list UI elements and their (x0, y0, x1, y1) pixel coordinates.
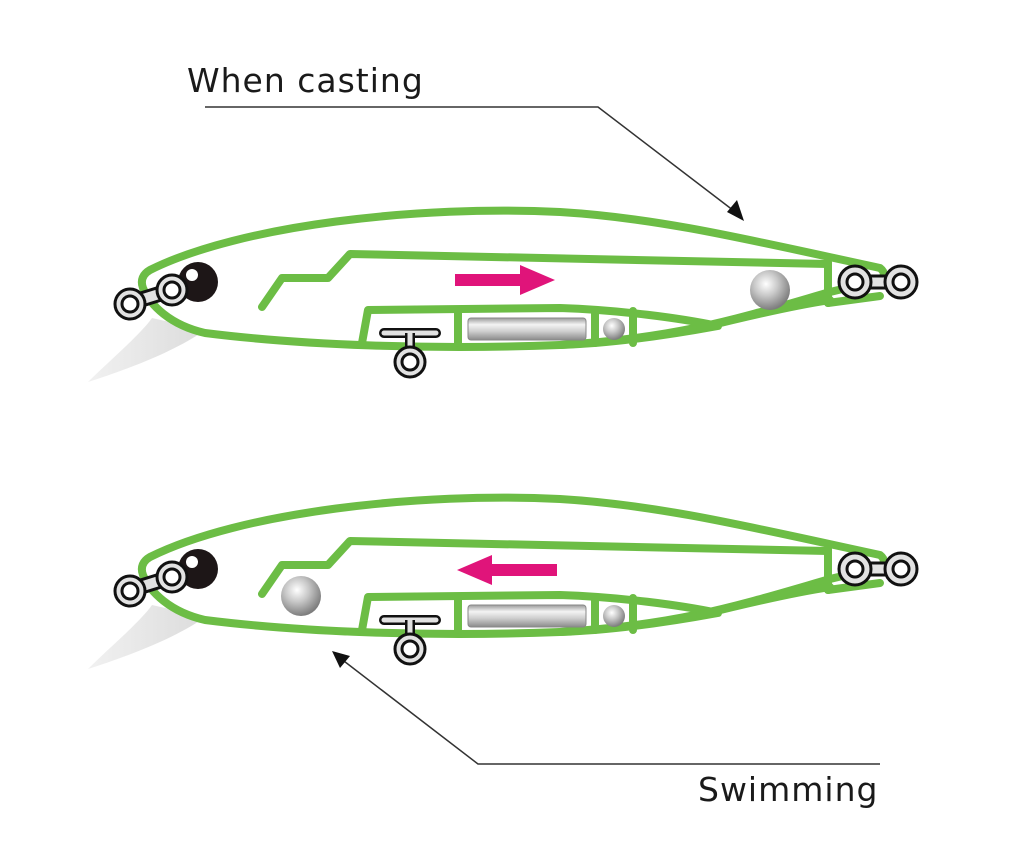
casting-arrowhead-icon (727, 200, 744, 221)
casting-label: When casting (187, 61, 424, 100)
arrow-right-icon (455, 265, 555, 295)
swimming-leader-line (339, 657, 880, 765)
arrow-left-icon (457, 555, 557, 585)
lure-body-swimming (88, 498, 917, 669)
state-swimming: Swimming (88, 498, 917, 809)
swimming-label: Swimming (698, 770, 878, 809)
casting-leader-line (205, 106, 739, 215)
swimming-arrowhead-icon (332, 651, 350, 668)
state-casting: When casting (88, 61, 917, 382)
moving-ball-tail (750, 270, 790, 310)
moving-ball-head (281, 576, 321, 616)
lure-body-casting (88, 211, 917, 382)
